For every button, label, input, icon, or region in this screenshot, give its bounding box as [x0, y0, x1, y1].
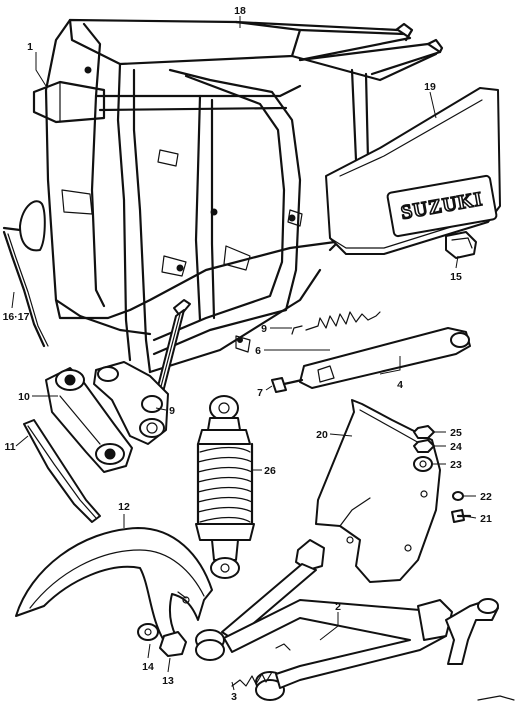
stand-assembly [271, 311, 471, 393]
fasteners [413, 425, 472, 523]
rear-shock [195, 395, 255, 579]
leader-lines [11, 16, 477, 691]
label-7: 7 [257, 387, 263, 399]
label-15: 15 [450, 271, 462, 283]
part-labels: 18 1 19 15 16·17 9 6 4 7 9 10 11 12 20 2… [3, 5, 492, 703]
label-11: 11 [4, 441, 15, 453]
label-13: 13 [162, 675, 174, 687]
label-20: 20 [316, 429, 328, 441]
steering-stem [93, 299, 191, 445]
label-12: 12 [118, 501, 130, 513]
label-2: 2 [335, 601, 341, 613]
label-4: 4 [397, 379, 403, 391]
label-26: 26 [264, 465, 276, 477]
grommet-part [445, 231, 477, 259]
handlebar-bracket [45, 367, 133, 473]
label-18: 18 [234, 5, 246, 17]
label-16-17: 16·17 [3, 311, 30, 323]
label-14: 14 [142, 661, 154, 673]
label-3: 3 [231, 691, 237, 703]
front-fender [15, 527, 213, 645]
label-22: 22 [480, 491, 492, 503]
label-21: 21 [480, 513, 492, 525]
label-9-lower: 9 [169, 405, 175, 417]
washer-and-nut [137, 623, 187, 657]
label-25: 25 [450, 427, 462, 439]
label-1: 1 [27, 41, 33, 53]
label-24: 24 [450, 441, 462, 453]
fork-guard [23, 419, 101, 523]
label-23: 23 [450, 459, 462, 471]
label-19: 19 [424, 81, 436, 93]
label-9-upper: 9 [261, 323, 267, 335]
swing-arm [195, 539, 515, 701]
side-cover: SUZUKI [325, 87, 501, 255]
label-10: 10 [18, 391, 30, 403]
label-6: 6 [255, 345, 261, 357]
lamp-bracket [2, 200, 49, 348]
